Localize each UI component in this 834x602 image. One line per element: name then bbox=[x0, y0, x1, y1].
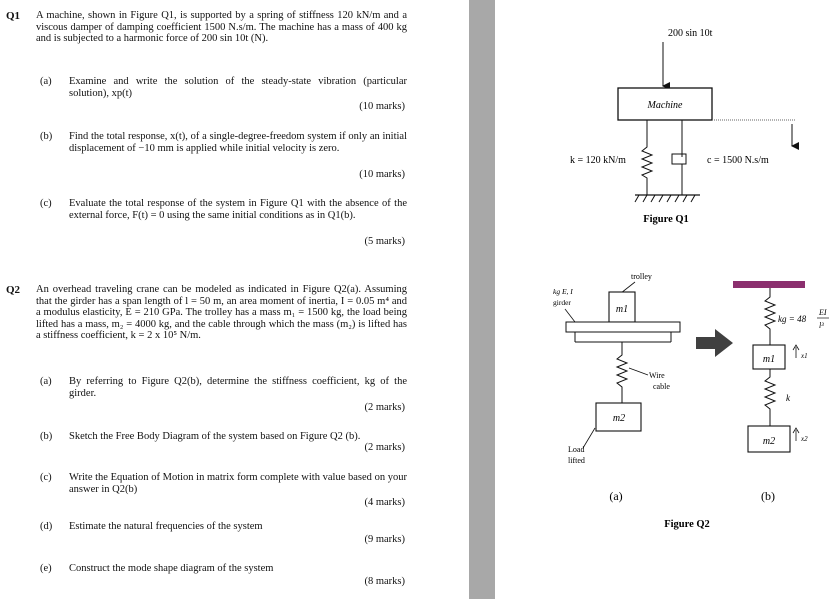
girder-label: girder bbox=[553, 298, 571, 307]
q2-part-e-label: (e) bbox=[40, 563, 52, 574]
transform-arrow bbox=[696, 329, 733, 357]
question-page: Q1 A machine, shown in Figure Q1, is sup… bbox=[6, 10, 407, 587]
q2-part-e-marks: (8 marks) bbox=[364, 576, 405, 587]
k-label: k bbox=[786, 393, 791, 403]
girder-beam bbox=[565, 321, 681, 333]
trolley-label: trolley bbox=[631, 272, 652, 281]
wire-label: Wire bbox=[649, 371, 665, 380]
m1-label-a: m1 bbox=[616, 304, 628, 315]
x2-arrowhead bbox=[792, 427, 800, 434]
q2-intro: An overhead traveling crane can be model… bbox=[36, 284, 407, 341]
q1-part-c-text: Evaluate the total response of the syste… bbox=[69, 198, 407, 221]
cable-label: cable bbox=[653, 382, 670, 391]
q1-part-b-text: Find the total response, x(t), of a sing… bbox=[69, 131, 407, 154]
q1-part-b-label: (b) bbox=[40, 131, 53, 142]
ground-hatch-q1 bbox=[634, 194, 696, 203]
girder-spring bbox=[763, 288, 777, 345]
damper-body bbox=[671, 153, 687, 165]
lifted-label: lifted bbox=[568, 456, 585, 465]
x2-label: x2 bbox=[800, 435, 808, 443]
m2-label-b: m2 bbox=[763, 436, 775, 447]
figure-q1: 200 sin 10t Machine k = 120 kN/m c = 150… bbox=[570, 28, 799, 225]
fixed-support bbox=[733, 281, 805, 288]
m1-box bbox=[752, 344, 786, 370]
q1-part-c-marks: (5 marks) bbox=[364, 236, 405, 247]
wire-spring bbox=[615, 342, 629, 403]
wire-leader bbox=[628, 367, 649, 376]
load-box bbox=[595, 402, 642, 432]
m2-box bbox=[747, 425, 791, 453]
q1-part-b-marks: (10 marks) bbox=[359, 169, 405, 180]
q2-part-b-marks: (2 marks) bbox=[364, 442, 405, 453]
girder-props-label: kg E, I bbox=[553, 287, 573, 296]
q2-part-e-text: Construct the mode shape diagram of the … bbox=[69, 563, 274, 574]
q2-part-a-marks: (2 marks) bbox=[364, 402, 405, 413]
x1-label: x1 bbox=[800, 352, 808, 360]
ei-numerator: EI bbox=[818, 308, 827, 317]
q2-part-d-marks: (9 marks) bbox=[364, 534, 405, 545]
figure-q2b: kg = 48 EI l³ m1 x1 k m2 x2 (b) bbox=[733, 281, 829, 503]
q1-part-a-marks: (10 marks) bbox=[359, 101, 405, 112]
kg-equation: kg = 48 bbox=[778, 314, 807, 324]
figures-svg: 200 sin 10t Machine k = 120 kN/m c = 150… bbox=[553, 28, 829, 530]
load-label: Load bbox=[568, 445, 584, 454]
figure-q1-caption: Figure Q1 bbox=[643, 214, 689, 225]
subfigure-b-label: (b) bbox=[761, 489, 775, 503]
q2-part-a-text: By referring to Figure Q2(b), determine … bbox=[69, 376, 407, 399]
q2-part-d-text: Estimate the natural frequencies of the … bbox=[69, 521, 263, 532]
stiffness-label: k = 120 kN/m bbox=[570, 155, 626, 166]
q2-part-c-text: Write the Equation of Motion in matrix f… bbox=[69, 472, 407, 495]
figure-q2a: trolley kg E, I girder m1 Wire cable m2 … bbox=[553, 272, 681, 503]
damping-label: c = 1500 N.s/m bbox=[707, 155, 769, 166]
q2-part-c-marks: (4 marks) bbox=[364, 497, 405, 508]
question-number-q1: Q1 bbox=[6, 10, 21, 22]
figures-page: 200 sin 10t Machine k = 120 kN/m c = 150… bbox=[495, 0, 834, 599]
load-leader bbox=[582, 427, 596, 449]
q2-part-a-label: (a) bbox=[40, 376, 52, 387]
girder-leader bbox=[564, 308, 576, 323]
q2-part-b-label: (b) bbox=[40, 431, 53, 442]
m2-label-a: m2 bbox=[613, 413, 625, 424]
q1-intro: A machine, shown in Figure Q1, is suppor… bbox=[36, 10, 407, 44]
question-number-q2: Q2 bbox=[6, 284, 21, 296]
machine-label: Machine bbox=[647, 100, 684, 111]
page-divider bbox=[469, 0, 495, 599]
q1-part-a-text: Examine and write the solution of the st… bbox=[69, 76, 407, 99]
trolley-leader bbox=[620, 281, 636, 294]
x1-arrowhead bbox=[792, 344, 800, 351]
subfigure-a-label: (a) bbox=[609, 489, 622, 503]
cable-spring bbox=[763, 369, 777, 426]
l3-denominator: l³ bbox=[819, 321, 824, 330]
m1-label-b: m1 bbox=[763, 354, 775, 365]
force-label: 200 sin 10t bbox=[668, 28, 713, 39]
q2-part-c-label: (c) bbox=[40, 472, 52, 483]
q2-part-b-text: Sketch the Free Body Diagram of the syst… bbox=[69, 431, 361, 442]
figure-q2-caption: Figure Q2 bbox=[664, 519, 710, 530]
q1-part-c-label: (c) bbox=[40, 198, 52, 209]
q2-part-d-label: (d) bbox=[40, 521, 53, 532]
spring-q1 bbox=[640, 120, 654, 195]
machine-box bbox=[617, 87, 713, 121]
q1-part-a-label: (a) bbox=[40, 76, 52, 87]
